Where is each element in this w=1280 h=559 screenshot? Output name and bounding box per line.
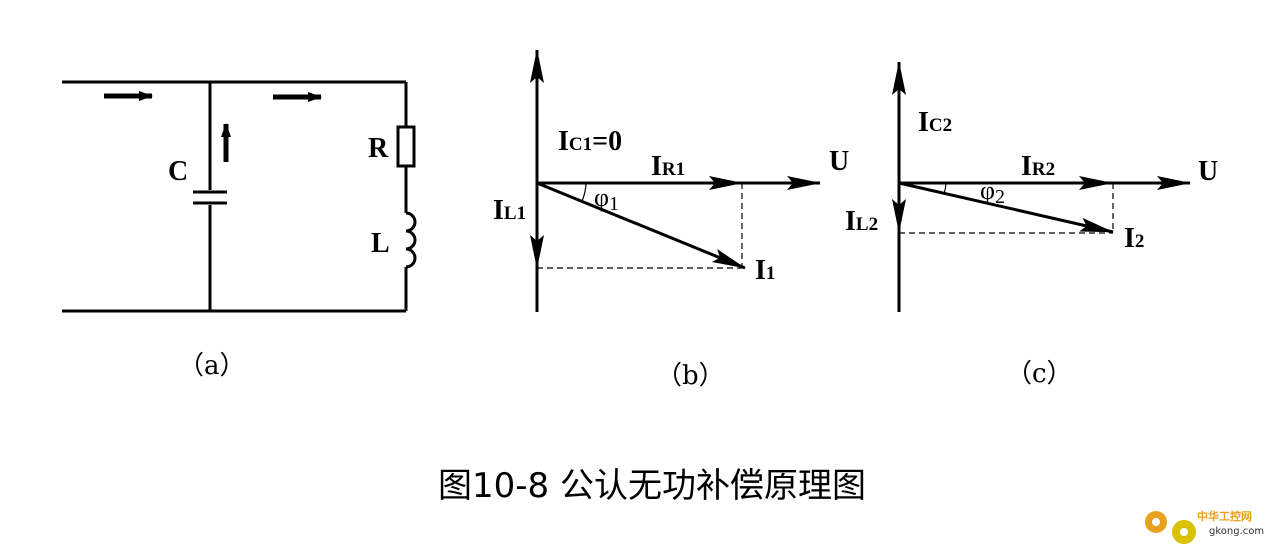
current-arrows-a <box>104 91 322 162</box>
inductor-coil <box>405 211 417 269</box>
c-il-label: IL2 <box>845 206 878 237</box>
phasor-panel-c <box>892 61 1191 312</box>
panel-a-label: （a） <box>178 351 246 381</box>
capacitor-label: C <box>168 156 188 187</box>
c-ic-label: IC2 <box>918 107 952 138</box>
watermark-subtext: gkong.com <box>1209 526 1264 537</box>
c-phi-arc <box>943 182 947 195</box>
b-i1-label: I1 <box>755 255 775 286</box>
inductor-label: L <box>371 228 390 259</box>
panel-c-label: （c） <box>1006 359 1073 389</box>
watermark-text: 中华工控网 <box>1197 509 1252 523</box>
gear-icon <box>1145 511 1196 544</box>
b-il-label: IL1 <box>493 195 526 226</box>
b-u-label: U <box>829 146 849 177</box>
b-phi-label: φ1 <box>594 183 619 215</box>
c-i2-arrow <box>898 181 1114 234</box>
c-i2-label: I2 <box>1124 223 1144 254</box>
c-ir-label: IR2 <box>1021 151 1055 182</box>
resistor-label: R <box>368 133 389 164</box>
c-phi-label: φ2 <box>980 176 1005 208</box>
figure-caption: 图10-8 公认无功补偿原理图 <box>438 466 866 506</box>
panel-b-label: （b） <box>656 361 725 391</box>
resistor <box>396 125 416 168</box>
circuit-panel-a <box>62 80 417 313</box>
b-phi-arc <box>581 182 587 202</box>
watermark-logo: 中华工控网 gkong.com <box>1145 509 1264 544</box>
phasor-panel-b <box>530 49 821 312</box>
b-ir-label: IR1 <box>651 151 685 182</box>
b-i1-arrow <box>536 181 746 270</box>
b-ic-label: IC1=0 <box>558 126 622 157</box>
c-u-label: U <box>1198 156 1218 187</box>
